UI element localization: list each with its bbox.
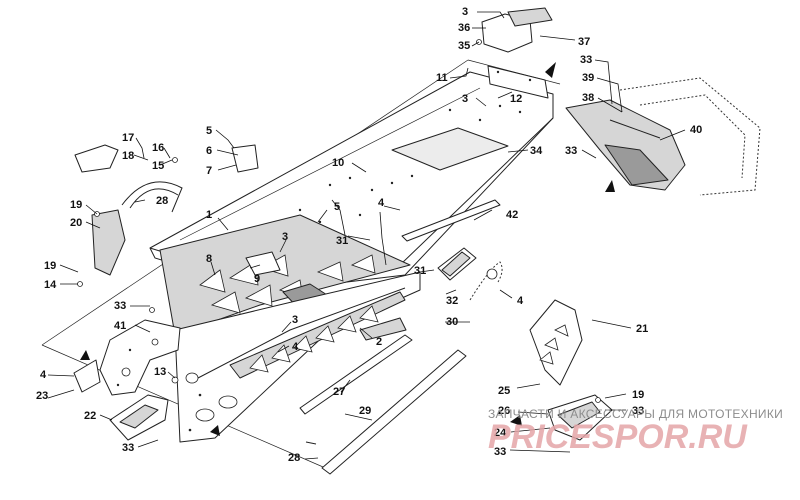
- callout-38: 38: [582, 92, 594, 104]
- front-left-bracket: [99, 319, 181, 396]
- callout-7: 7: [206, 165, 212, 177]
- lower-side-rail: [174, 271, 421, 443]
- direction-arrows: [80, 62, 615, 436]
- callout-6: 6: [206, 145, 212, 157]
- rod: [305, 441, 317, 445]
- callout-4-right: 4: [517, 295, 524, 307]
- watermark: ЗАПЧАСТИ И АКСЕССУАРЫ ДЛЯ МОТОТЕХНИКИ PR…: [488, 407, 783, 456]
- callout-22: 22: [84, 410, 96, 422]
- callout-24: 24: [494, 427, 507, 439]
- long-bar: [321, 349, 467, 475]
- callout-32: 32: [446, 295, 458, 307]
- watermark-logo: PRICESPOR.RU: [488, 418, 748, 456]
- callout-28-bottom: 28: [288, 452, 300, 464]
- callout-16: 16: [152, 142, 164, 154]
- callout-3-left: 3: [282, 231, 288, 243]
- callout-10: 10: [332, 157, 344, 169]
- callout-27: 27: [333, 386, 345, 398]
- callout-3-mid: 3: [462, 93, 468, 105]
- callout-25: 25: [498, 385, 510, 397]
- callout-33-left: 33: [114, 300, 126, 312]
- callout-19-left: 19: [70, 199, 82, 211]
- rear-top-bracket: [487, 65, 549, 99]
- callout-3-top: 3: [462, 6, 468, 18]
- center-bracket: [245, 251, 281, 276]
- callout-30: 30: [446, 316, 458, 328]
- callout-4-left: 4: [40, 369, 47, 381]
- callout-31-right: 31: [414, 265, 426, 277]
- callout-5-top: 5: [206, 125, 212, 137]
- running-board-support: [299, 317, 413, 415]
- top-block: [481, 7, 553, 53]
- callout-19-right: 19: [632, 389, 644, 401]
- chain-cable: [469, 261, 503, 301]
- callout-2: 2: [376, 336, 382, 348]
- left-upper-bracket: [74, 144, 183, 276]
- callout-33-top: 33: [580, 54, 592, 66]
- callout-34: 34: [530, 145, 543, 157]
- fasteners: [77, 39, 601, 403]
- watermark-caption: ЗАПЧАСТИ И АКСЕССУАРЫ ДЛЯ МОТОТЕХНИКИ: [488, 407, 783, 421]
- callout-33-lower-right: 33: [494, 446, 506, 458]
- callout-39: 39: [582, 72, 594, 84]
- rear-bumper: [565, 77, 761, 196]
- callout-26: 26: [498, 405, 510, 417]
- callout-8: 8: [206, 253, 212, 265]
- small-left-bracket: [73, 359, 101, 393]
- callout-11: 11: [436, 72, 448, 84]
- callout-35: 35: [458, 40, 470, 52]
- left-side-frame: [159, 214, 411, 336]
- front-footrest-bar: [401, 199, 501, 242]
- leader-lines: [47, 11, 686, 460]
- callout-29: 29: [359, 405, 371, 417]
- callout-33-rear: 33: [565, 145, 577, 157]
- lower-left-plate: [109, 394, 169, 441]
- callout-15: 15: [152, 160, 164, 172]
- callout-9: 9: [254, 273, 260, 285]
- callout-5-mid: 5: [334, 201, 340, 213]
- callout-33-right: 33: [632, 405, 644, 417]
- lower-right-plate: [547, 394, 613, 441]
- callout-41: 41: [114, 320, 126, 332]
- callout-4-lower: 4: [292, 341, 299, 353]
- callout-1: 1: [206, 209, 212, 221]
- callout-37: 37: [578, 36, 590, 48]
- callout-18: 18: [122, 150, 134, 162]
- callout-14: 14: [44, 279, 57, 291]
- callout-labels: 3 36 35 37 11 3 12 33 39 38 40 33 34 42 …: [36, 6, 702, 464]
- callout-12: 12: [510, 93, 522, 105]
- callout-17: 17: [122, 132, 134, 144]
- callout-23: 23: [36, 390, 48, 402]
- callout-33-bottom: 33: [122, 442, 134, 454]
- right-bracket: [437, 247, 477, 281]
- callout-20: 20: [70, 217, 82, 229]
- callout-21: 21: [636, 323, 648, 335]
- callout-42: 42: [506, 209, 518, 221]
- callout-28-top: 28: [156, 195, 168, 207]
- callout-19-lower: 19: [44, 260, 56, 272]
- callout-4-mid: 4: [378, 197, 385, 209]
- callout-31-left: 31: [336, 235, 348, 247]
- callout-13: 13: [154, 366, 166, 378]
- callout-36: 36: [458, 22, 470, 34]
- upper-mid-bracket: [231, 144, 259, 173]
- step-plate: [529, 299, 583, 386]
- callout-40: 40: [690, 124, 702, 136]
- callout-3-lower: 3: [292, 314, 298, 326]
